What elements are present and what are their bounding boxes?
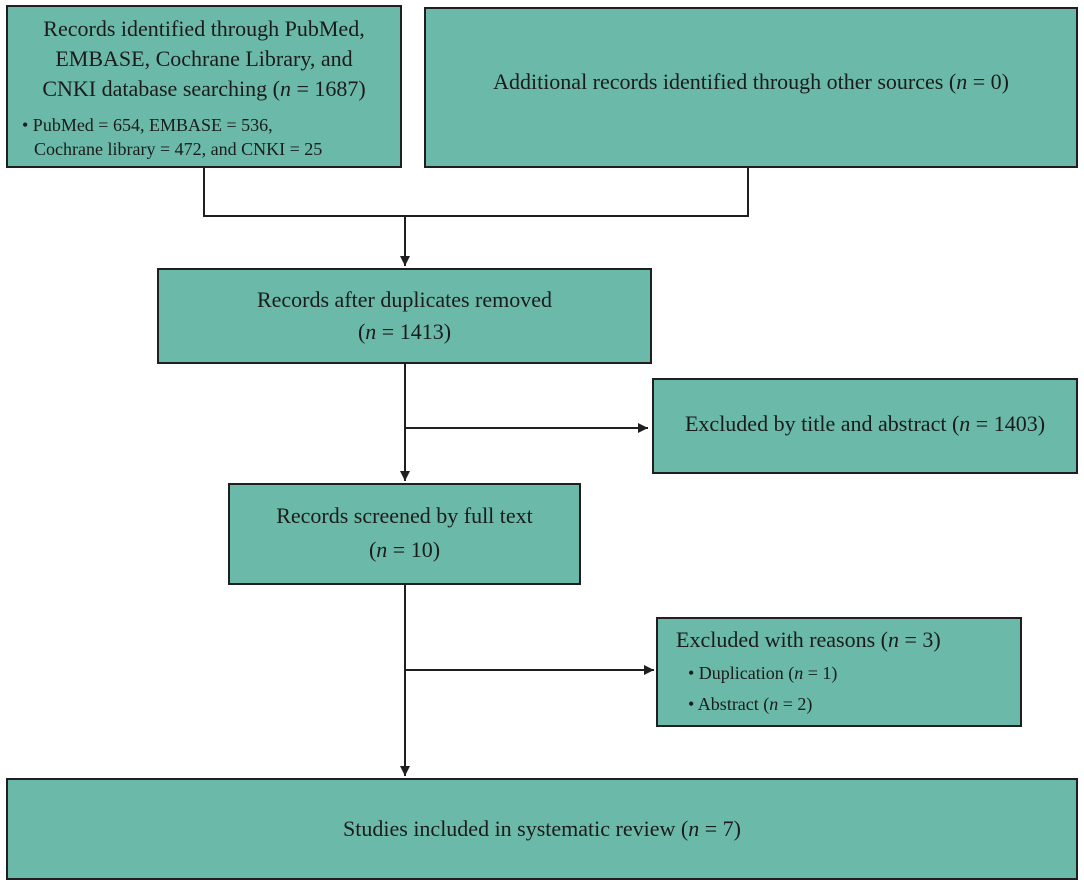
- additional-records-text: Additional records identified through ot…: [493, 69, 1009, 94]
- identified-breakdown-line-1: • PubMed = 654, EMBASE = 536,: [22, 115, 273, 135]
- records-identified-box: Records identified through PubMed, EMBAS…: [6, 5, 402, 168]
- merge-connector: [203, 168, 749, 217]
- full-text-screened-count: (n = 10): [368, 537, 441, 562]
- reason-abstract: • Abstract (n = 2): [688, 694, 813, 714]
- excluded-title-abstract-box: Excluded by title and abstract (n = 1403…: [652, 378, 1078, 474]
- identified-line-1: Records identified through PubMed,: [43, 16, 365, 41]
- excluded-with-reasons-title: Excluded with reasons (n = 3): [676, 627, 941, 652]
- identified-line-3: CNKI database searching (n = 1687): [42, 76, 366, 101]
- duplicates-removed-label: Records after duplicates removed: [256, 287, 553, 312]
- identified-line-2: EMBASE, Cochrane Library, and: [55, 46, 353, 71]
- excluded-with-reasons-box: Excluded with reasons (n = 3) • Duplicat…: [656, 617, 1022, 727]
- full-text-screened-label: Records screened by full text: [276, 503, 533, 528]
- duplicates-removed-box: Records after duplicates removed (n = 14…: [157, 268, 652, 364]
- duplicates-removed-count: (n = 1413): [357, 319, 452, 344]
- identified-breakdown-line-2: Cochrane library = 472, and CNKI = 25: [34, 139, 323, 159]
- full-text-screened-box: Records screened by full text (n = 10): [228, 483, 581, 585]
- studies-included-text: Studies included in systematic review (n…: [343, 816, 741, 841]
- additional-records-box: Additional records identified through ot…: [424, 7, 1078, 168]
- excluded-title-abstract-text: Excluded by title and abstract (n = 1403…: [684, 411, 1046, 436]
- studies-included-box: Studies included in systematic review (n…: [6, 778, 1078, 880]
- reason-duplication: • Duplication (n = 1): [688, 663, 838, 683]
